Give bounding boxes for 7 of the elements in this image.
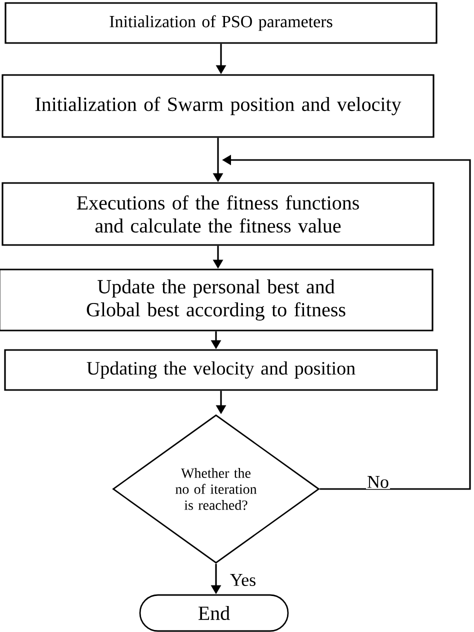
process-box: Executions of the fitness functions and calculate the fitness value bbox=[2, 182, 434, 246]
process-box: Initialization of PSO parameters bbox=[4, 2, 438, 44]
edge-label: Yes bbox=[228, 573, 258, 587]
process-box: Update the personal best and Global best according to fitness bbox=[0, 268, 434, 332]
edge-label: No bbox=[366, 475, 390, 489]
process-box: Initialization of Swarm position and velocity bbox=[2, 74, 434, 138]
process-box: Updating the velocity and position bbox=[4, 349, 438, 391]
